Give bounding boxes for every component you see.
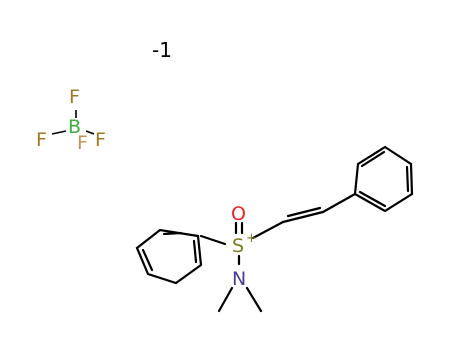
tetrafluoroborate-anion: -1 F B F F F	[36, 38, 172, 154]
cation-bonds	[135, 145, 414, 313]
fluorine-atom-right: F	[95, 129, 106, 151]
phenyl-ring-left	[135, 228, 203, 285]
phenyl-ring-right	[353, 145, 414, 213]
boron-atom: B	[68, 116, 81, 138]
phenyl-left-double-2	[141, 248, 154, 272]
bond-b-f-left	[51, 130, 67, 135]
sulfur-atom: S	[232, 235, 244, 257]
phenyl-left-double-1	[192, 239, 198, 264]
oxygen-atom: O	[231, 203, 246, 225]
sulfur-positive-charge: +	[246, 231, 257, 246]
charge-minus-one: -1	[152, 38, 172, 62]
bond-s-vinyl	[251, 220, 285, 240]
sulfoximinium-cation: O S + N	[135, 145, 414, 313]
nitrogen-atom: N	[232, 268, 246, 290]
bond-n-methyl-right	[245, 286, 263, 313]
phenyl-right-double-2	[405, 165, 410, 193]
bond-b-f-right	[85, 130, 95, 135]
fluorine-atom-top: F	[69, 86, 80, 108]
b-f-bonds	[51, 110, 95, 135]
bond-s-phenyl	[199, 234, 227, 246]
phenyl-right-double-1	[360, 150, 386, 168]
bond-vinyl-phenyl	[321, 192, 357, 214]
phenyl-right-double-3	[358, 190, 387, 208]
bond-vinyl-double-inner	[286, 206, 322, 218]
bond-n-methyl-left	[217, 286, 234, 313]
phenyl-left-double-3	[162, 231, 183, 236]
bond-vinyl-double-outer	[281, 210, 325, 224]
fluorine-atom-back: F	[77, 132, 88, 154]
fluorine-atom-left: F	[36, 129, 47, 151]
